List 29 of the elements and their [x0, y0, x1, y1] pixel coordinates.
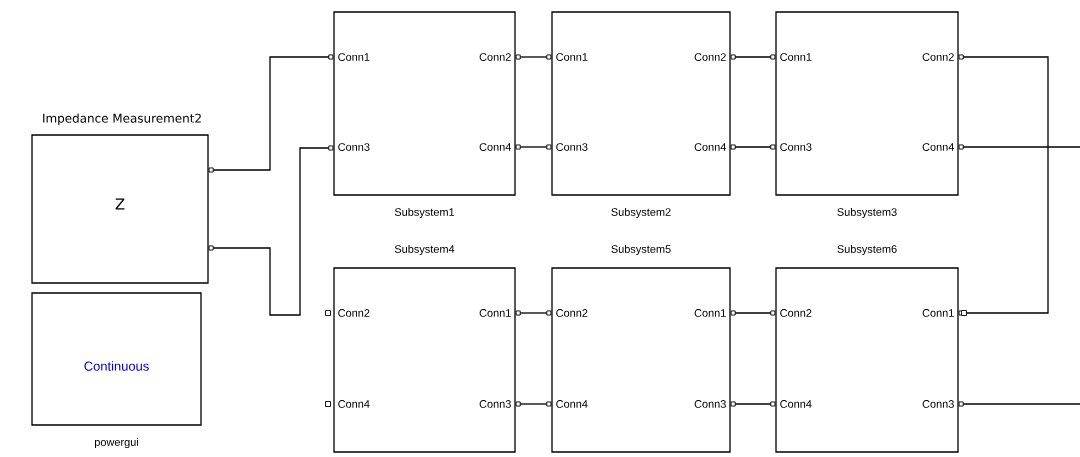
connector-line [958, 401, 1080, 407]
connector-line [730, 144, 776, 150]
block-label: Subsystem2 [611, 207, 671, 219]
subsystem-block: Conn2 Conn1 Conn4 Conn3 [775, 267, 959, 453]
block-label: powergui [95, 437, 138, 449]
connector-line [730, 401, 776, 407]
subsystem-block: Conn2 Conn1 Conn4 Conn3 [551, 267, 731, 453]
node-label: Impedance Measurement2 [43, 113, 201, 126]
block-label: Subsystem1 [394, 207, 455, 219]
connector-line [958, 144, 1080, 150]
impedance-block: Impedance Measurement2 Z [31, 113, 209, 284]
connector-line [208, 54, 334, 173]
subsystem-block: Conn1 Conn2 Conn3 Conn4 [775, 11, 959, 196]
connector-line [515, 144, 552, 150]
block-label: Subsystem3 [837, 207, 897, 219]
subsystem-block: Conn1 Conn2 Conn3 Conn4 [333, 11, 516, 196]
subsystem-block: Conn1 Conn2 Conn3 Conn4 [551, 11, 731, 196]
connector-line [730, 54, 776, 60]
block-label: Subsystem4 [394, 244, 455, 256]
connector-line [515, 310, 552, 316]
block-label: Subsystem5 [611, 244, 671, 256]
connector-line [515, 54, 552, 60]
connector-line [958, 54, 1049, 316]
powergui-block: Continuous [31, 292, 202, 426]
connector-line [208, 145, 334, 316]
connector-line [730, 310, 776, 316]
subsystem-block: Conn2 Conn1 Conn4 Conn3 [333, 267, 516, 453]
connector-line [515, 401, 552, 407]
block-label: Subsystem6 [837, 244, 897, 256]
